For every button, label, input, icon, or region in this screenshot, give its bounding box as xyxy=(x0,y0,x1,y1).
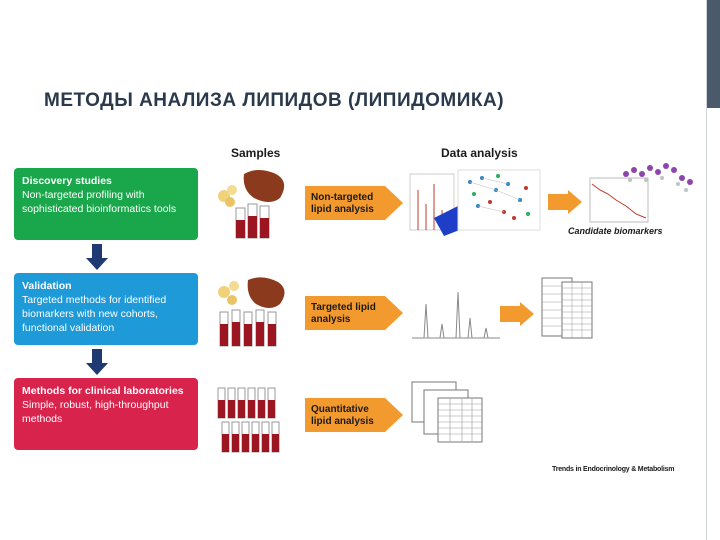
data-table-stack-illustration xyxy=(411,381,483,443)
slide-side-bar xyxy=(706,0,720,540)
results-tables-illustration xyxy=(541,277,593,339)
samples-tube-rack-illustration xyxy=(217,387,280,453)
method-label: Targeted lipid analysis xyxy=(311,302,376,325)
column-header-data-analysis: Data analysis xyxy=(441,146,518,160)
stage-box-clinical: Methods for clinical laboratories Simple… xyxy=(14,378,198,450)
method-label: Non-targeted lipid analysis xyxy=(311,192,374,215)
samples-tubes-liver-illustration xyxy=(218,277,285,347)
stage-heading: Validation xyxy=(22,280,72,292)
side-bar-accent xyxy=(707,0,720,108)
chromatogram-illustration xyxy=(412,291,500,339)
method-label: Quantitative lipid analysis xyxy=(311,404,374,427)
data-analysis-plots-illustration xyxy=(409,169,541,236)
stage-description: Targeted methods for identified biomarke… xyxy=(22,294,167,334)
method-arrow-non-targeted: Non-targeted lipid analysis xyxy=(305,186,403,220)
samples-tubes-liver-illustration xyxy=(218,170,285,239)
candidate-biomarkers-illustration xyxy=(589,163,693,223)
column-header-samples: Samples xyxy=(231,146,281,160)
method-arrow-quantitative: Quantitative lipid analysis xyxy=(305,398,403,432)
stage-description: Simple, robust, high-throughput methods xyxy=(22,399,169,425)
stage-box-discovery: Discovery studies Non-targeted profiling… xyxy=(14,168,198,240)
stage-heading: Methods for clinical laboratories xyxy=(22,385,184,397)
method-arrow-targeted: Targeted lipid analysis xyxy=(305,296,403,330)
output-arrow xyxy=(500,302,534,326)
source-credit: Trends in Endocrinology & Metabolism xyxy=(552,466,675,473)
slide-title: МЕТОДЫ АНАЛИЗА ЛИПИДОВ (ЛИПИДОМИКА) xyxy=(44,90,505,111)
stage-description: Non-targeted profiling with sophisticate… xyxy=(22,189,177,215)
candidate-biomarkers-label: Candidate biomarkers xyxy=(568,226,663,236)
stage-box-validation: Validation Targeted methods for identifi… xyxy=(14,273,198,345)
stage-heading: Discovery studies xyxy=(22,175,112,187)
output-arrow xyxy=(548,190,582,214)
